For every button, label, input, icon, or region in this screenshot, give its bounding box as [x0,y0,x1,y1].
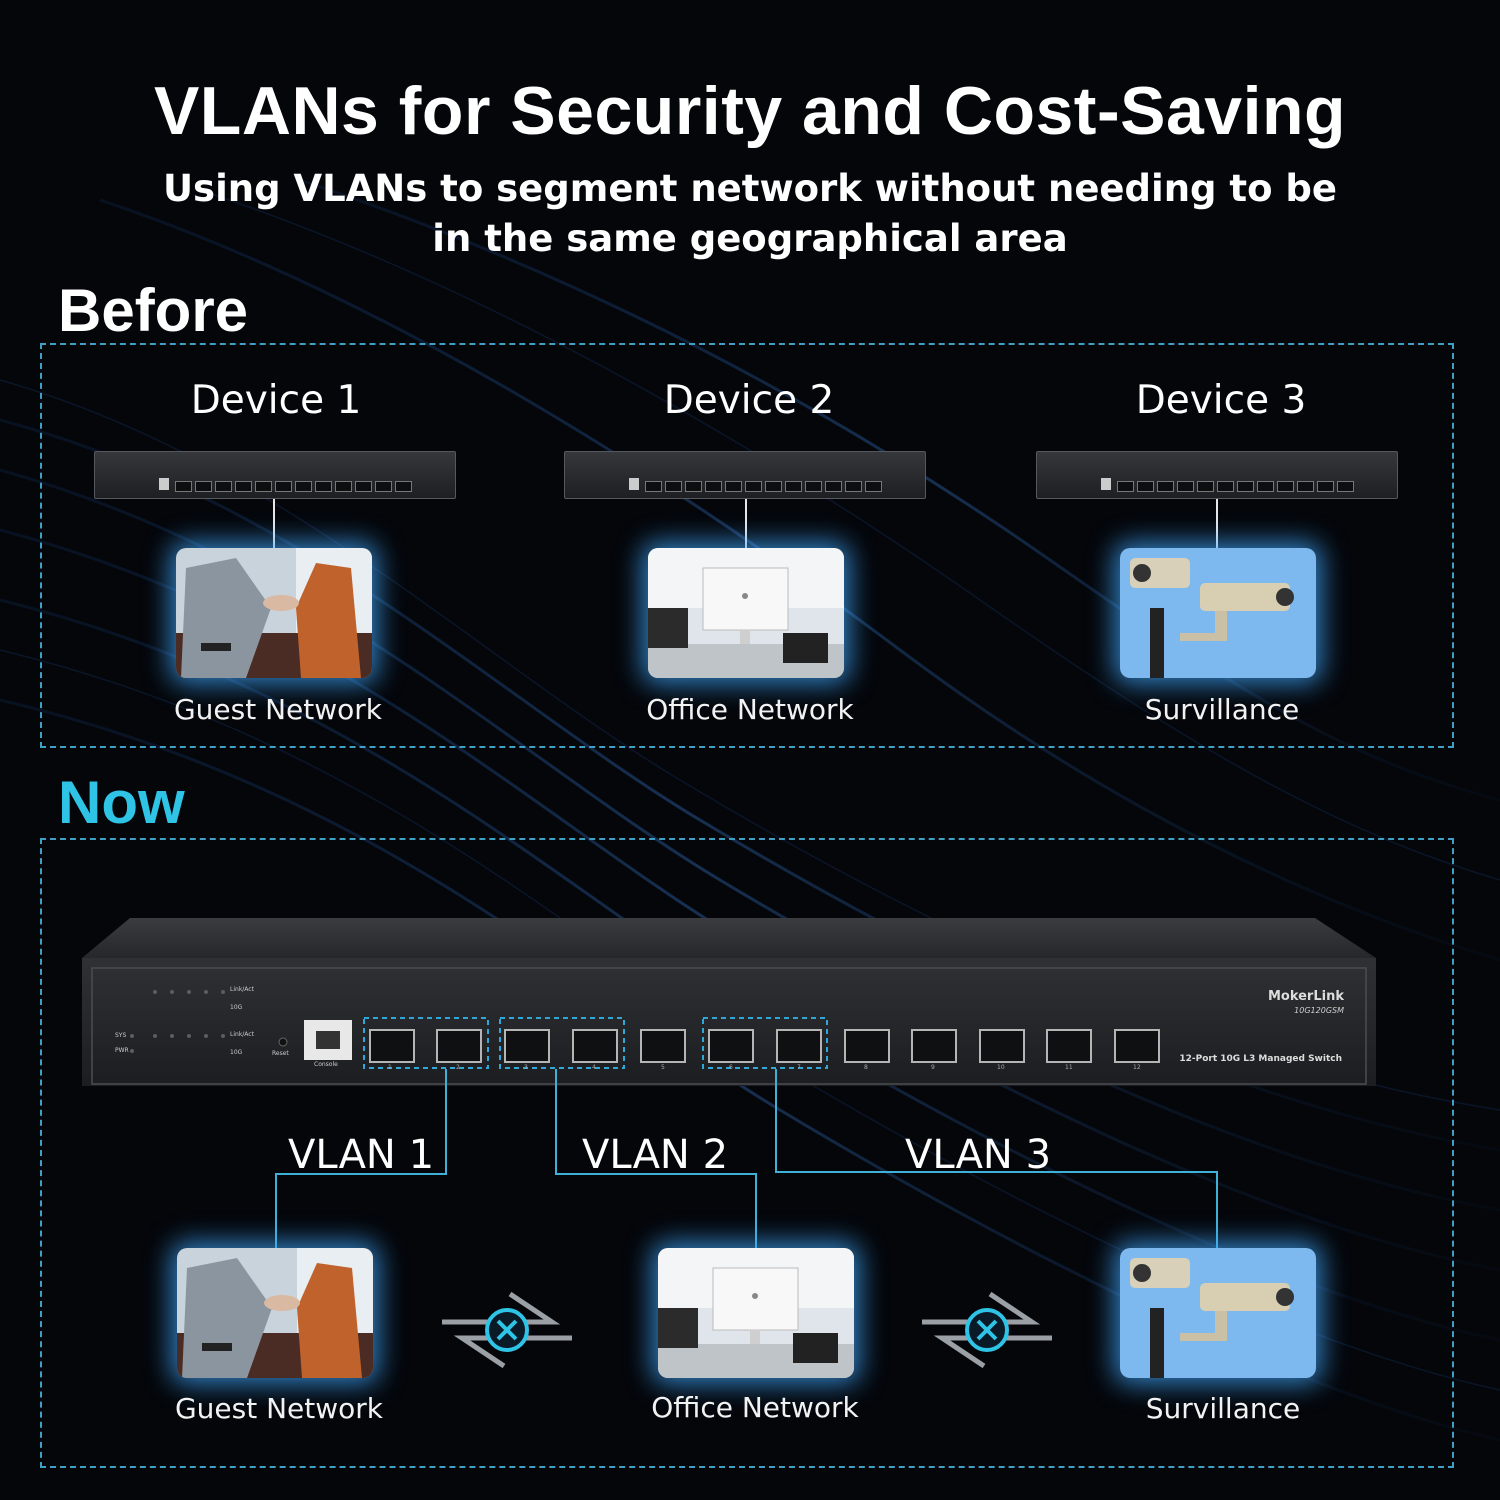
linkact-label-bottom: Link/Act [230,1031,254,1038]
speed-label-bottom: 10G [230,1049,243,1056]
port-number: 1 [388,1064,392,1071]
port-number: 12 [1133,1064,1141,1071]
reset-label: Reset [272,1050,289,1057]
office-network-label: Office Network [646,693,854,726]
office-network-photo [648,548,844,678]
vlan-1-guest-photo [177,1248,373,1378]
device-3-label: Device 3 [1135,378,1307,423]
port-number: 9 [931,1064,935,1071]
device-1-connector [273,499,275,548]
isolation-blocked-icon [442,1291,572,1369]
vlan-2-office-photo [658,1248,854,1378]
camera-icon [1120,1248,1316,1378]
camera-icon [1120,548,1316,678]
managed-switch [82,918,1376,1086]
survillance-photo [1120,548,1316,678]
model-label: 10G120GSM [1294,1006,1344,1015]
vlan-1-network-label: Guest Network [174,1392,384,1425]
page-subtitle: Using VLANs to segment network without n… [150,164,1350,264]
console-label: Console [314,1061,338,1068]
before-label: Before [58,277,249,344]
before-section-box [40,343,1454,748]
device-2-switch [564,451,926,499]
vlan-2-label: VLAN 2 [582,1132,729,1178]
port-number: 2 [456,1064,460,1071]
office-icon [658,1248,854,1378]
subtitle-line-1: Using VLANs to segment network without n… [163,167,1337,210]
guest-network-label: Guest Network [173,693,383,726]
sys-label: SYS [115,1032,127,1039]
port-number: 10 [997,1064,1005,1071]
now-label: Now [58,769,185,836]
guest-network-photo [176,548,372,678]
port-number: 5 [661,1064,665,1071]
isolation-blocked-icon [922,1291,1052,1369]
port-number: 6 [729,1064,733,1071]
vlan-3-network-label: Survillance [1145,1392,1301,1425]
office-icon [648,548,844,678]
port-number: 3 [524,1064,528,1071]
brand-logo: MokerLink [1267,989,1344,1004]
page-title: VLANs for Security and Cost-Saving [153,73,1347,149]
subtitle-line-2: in the same geographical area [432,217,1068,260]
device-3-switch [1036,451,1398,499]
handshake-icon [177,1248,373,1378]
port-number: 7 [797,1064,801,1071]
switch-description: 12-Port 10G L3 Managed Switch [1179,1054,1342,1064]
speed-label-top: 10G [230,1004,243,1011]
device-2-connector [745,499,747,548]
port-number: 11 [1065,1064,1073,1071]
now-section-box [40,838,1454,1468]
port-number: 4 [592,1064,596,1071]
device-1-switch [94,451,456,499]
port-number: 8 [864,1064,868,1071]
device-2-label: Device 2 [663,378,835,423]
handshake-icon [176,548,372,678]
survillance-label: Survillance [1144,693,1300,726]
vlan-2-network-label: Office Network [651,1391,859,1424]
device-3-connector [1216,499,1218,548]
vlan-1-label: VLAN 1 [288,1132,435,1178]
linkact-label-top: Link/Act [230,986,254,993]
pwr-label: PWR [115,1047,129,1054]
device-1-label: Device 1 [190,378,362,423]
vlan-3-label: VLAN 3 [905,1132,1052,1178]
vlan-3-survillance-photo [1120,1248,1316,1378]
